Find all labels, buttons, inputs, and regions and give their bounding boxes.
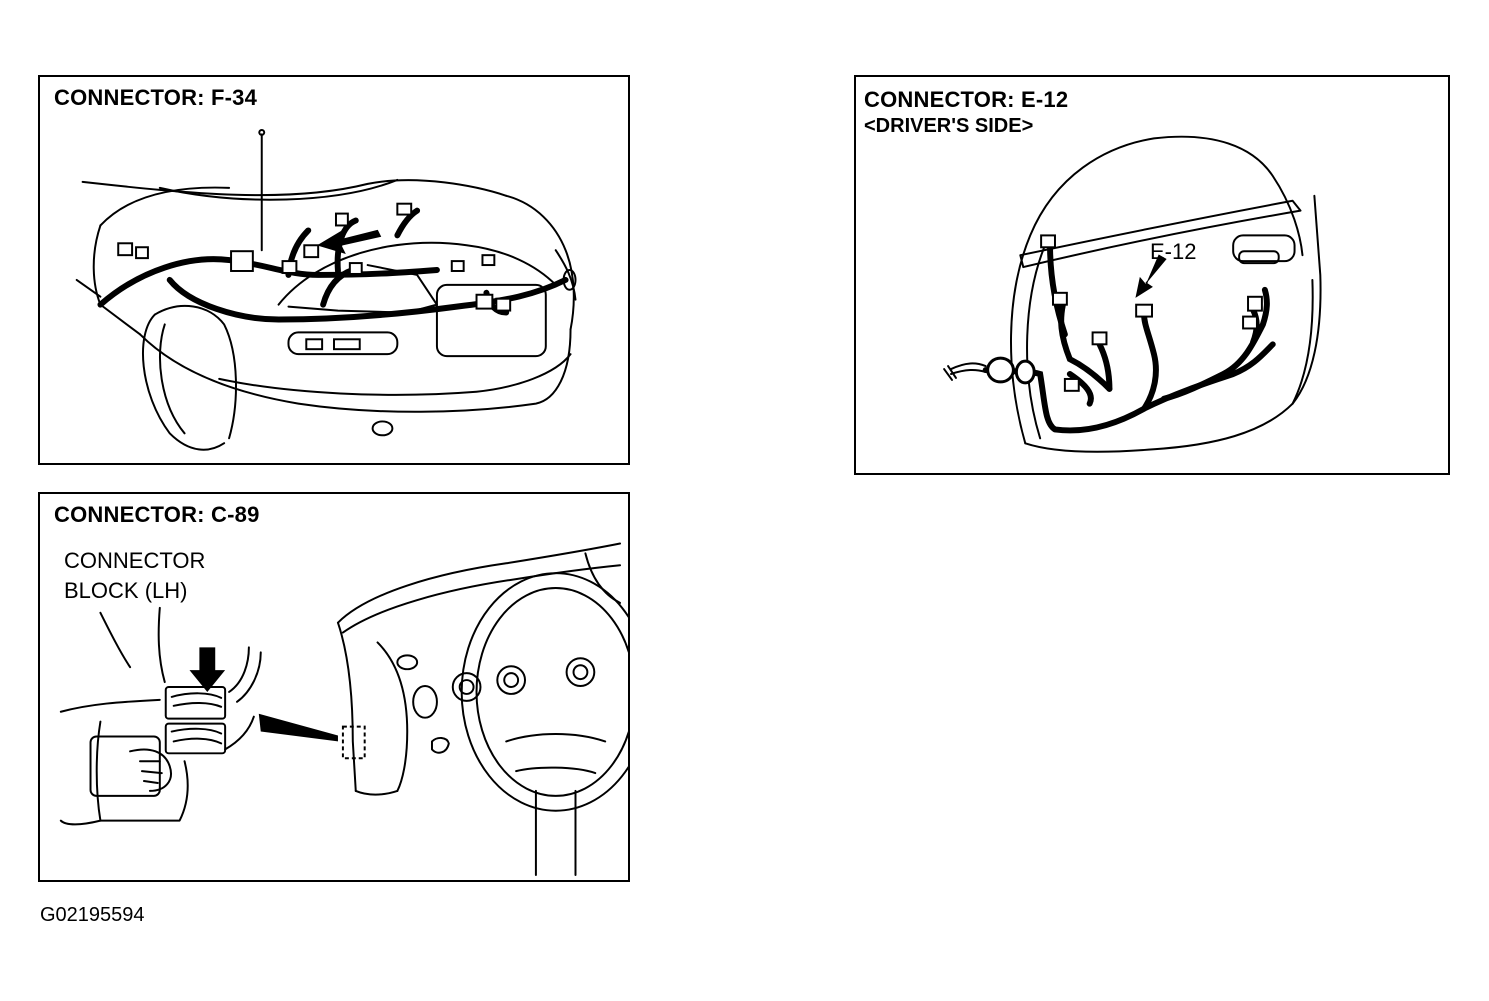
callout-e12: E-12 (1150, 239, 1197, 264)
panel-connector-f34: CONNECTOR: F-34 (38, 75, 630, 465)
callout-connector-line1: CONNECTOR (64, 548, 206, 573)
panel-connector-e12: CONNECTOR: E-12 <DRIVER'S SIDE> E-12 (854, 75, 1450, 475)
panel-title-c89: CONNECTOR: C-89 (54, 502, 260, 527)
panel-title-f34: CONNECTOR: F-34 (54, 85, 258, 110)
rear-car-illustration (75, 128, 577, 451)
panel-connector-c89: CONNECTOR: C-89 CONNECTOR BLOCK (LH) (38, 492, 630, 882)
panel-subtitle-e12: <DRIVER'S SIDE> (864, 115, 1034, 137)
door-wiring-illustration (943, 135, 1322, 453)
panel-title-e12: CONNECTOR: E-12 (864, 87, 1069, 112)
figure-id: G02195594 (40, 904, 145, 926)
callout-connector-line2: BLOCK (LH) (64, 578, 188, 603)
dashboard-illustration (59, 542, 628, 877)
